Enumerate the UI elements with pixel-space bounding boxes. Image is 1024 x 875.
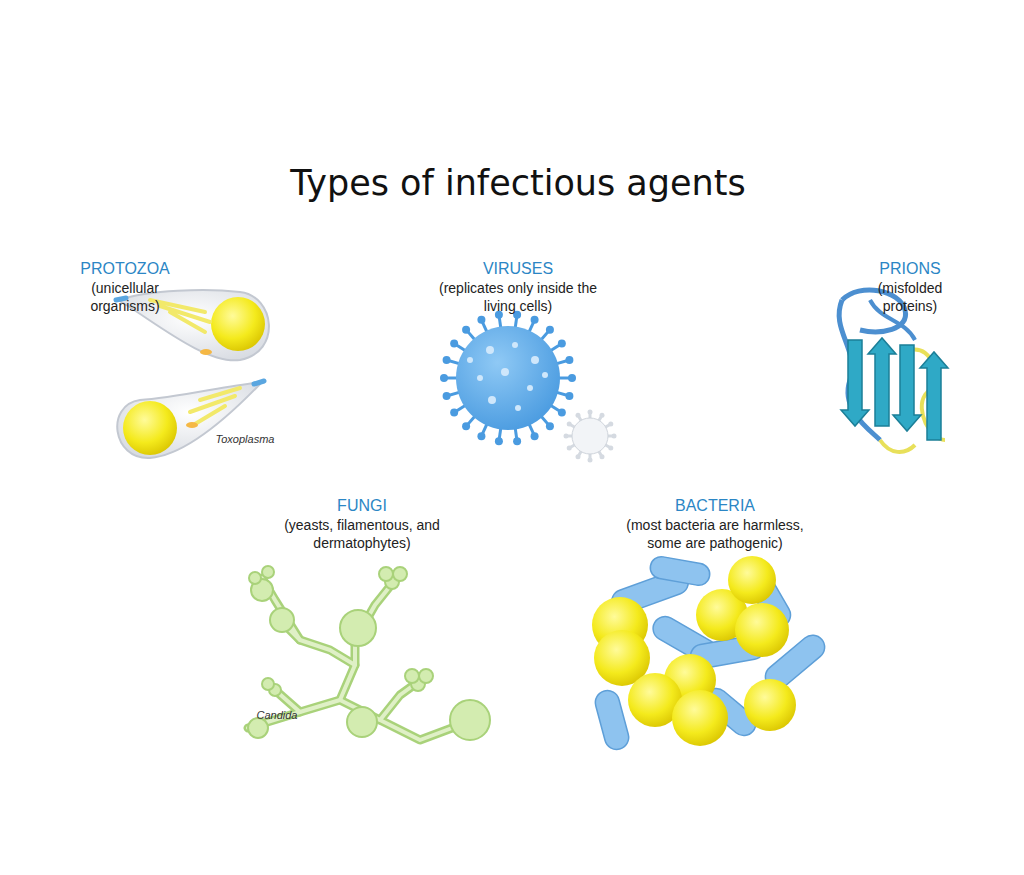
spike-tip [477,432,485,440]
spike-tip [588,458,593,463]
virus-illustration [456,326,608,454]
fungi-illustration [248,566,490,740]
spike-tip [600,413,605,418]
spike-tip [546,326,554,334]
species-name: Candida [257,709,298,723]
spike-tip [443,392,451,400]
spike-tip [565,392,573,400]
spike-tip [568,374,576,382]
category-heading: BACTERIA [675,496,755,516]
protozoa-illustration [116,290,269,458]
category-heading: PROTOZOA [80,259,170,279]
spike-tip [462,422,470,430]
spike-tip [546,422,554,430]
virus-spikes [440,311,617,463]
species-name: Toxoplasma [216,433,275,447]
spike-tip [608,446,613,451]
spike-tip [558,409,566,417]
spike-tip [443,356,451,364]
spike-tip [462,326,470,334]
spike-tip [440,374,448,382]
spike-tip [576,413,581,418]
category-note: (most bacteria are harmless, some are pa… [608,517,823,552]
category-note: (yeasts, filamentous, and dermatophytes) [282,517,442,552]
spike-tip [531,316,539,324]
spike-tip [477,316,485,324]
spike-tip [513,437,521,445]
spike-tip [600,454,605,459]
category-note: (unicellular organisms) [65,280,185,315]
category-note: (misfolded proteins) [865,280,955,315]
spike-tip [564,434,569,439]
title: Types of infectious agents [290,162,745,206]
spike-tip [608,422,613,427]
spike-tip [612,434,617,439]
spike-tip [567,446,572,451]
prion-illustration [839,290,948,452]
category-heading: PRIONS [879,259,940,279]
spike-tip [450,339,458,347]
spike-tip [450,409,458,417]
category-note: (replicates only inside the living cells… [438,280,598,315]
spike-tip [576,454,581,459]
category-heading: VIRUSES [483,259,553,279]
spike-tip [495,437,503,445]
bacteria-illustration [592,555,830,752]
spike-tip [565,356,573,364]
spike-tip [531,432,539,440]
category-heading: FUNGI [337,496,387,516]
spike-tip [558,339,566,347]
spike-tip [588,410,593,415]
spike-tip [567,422,572,427]
